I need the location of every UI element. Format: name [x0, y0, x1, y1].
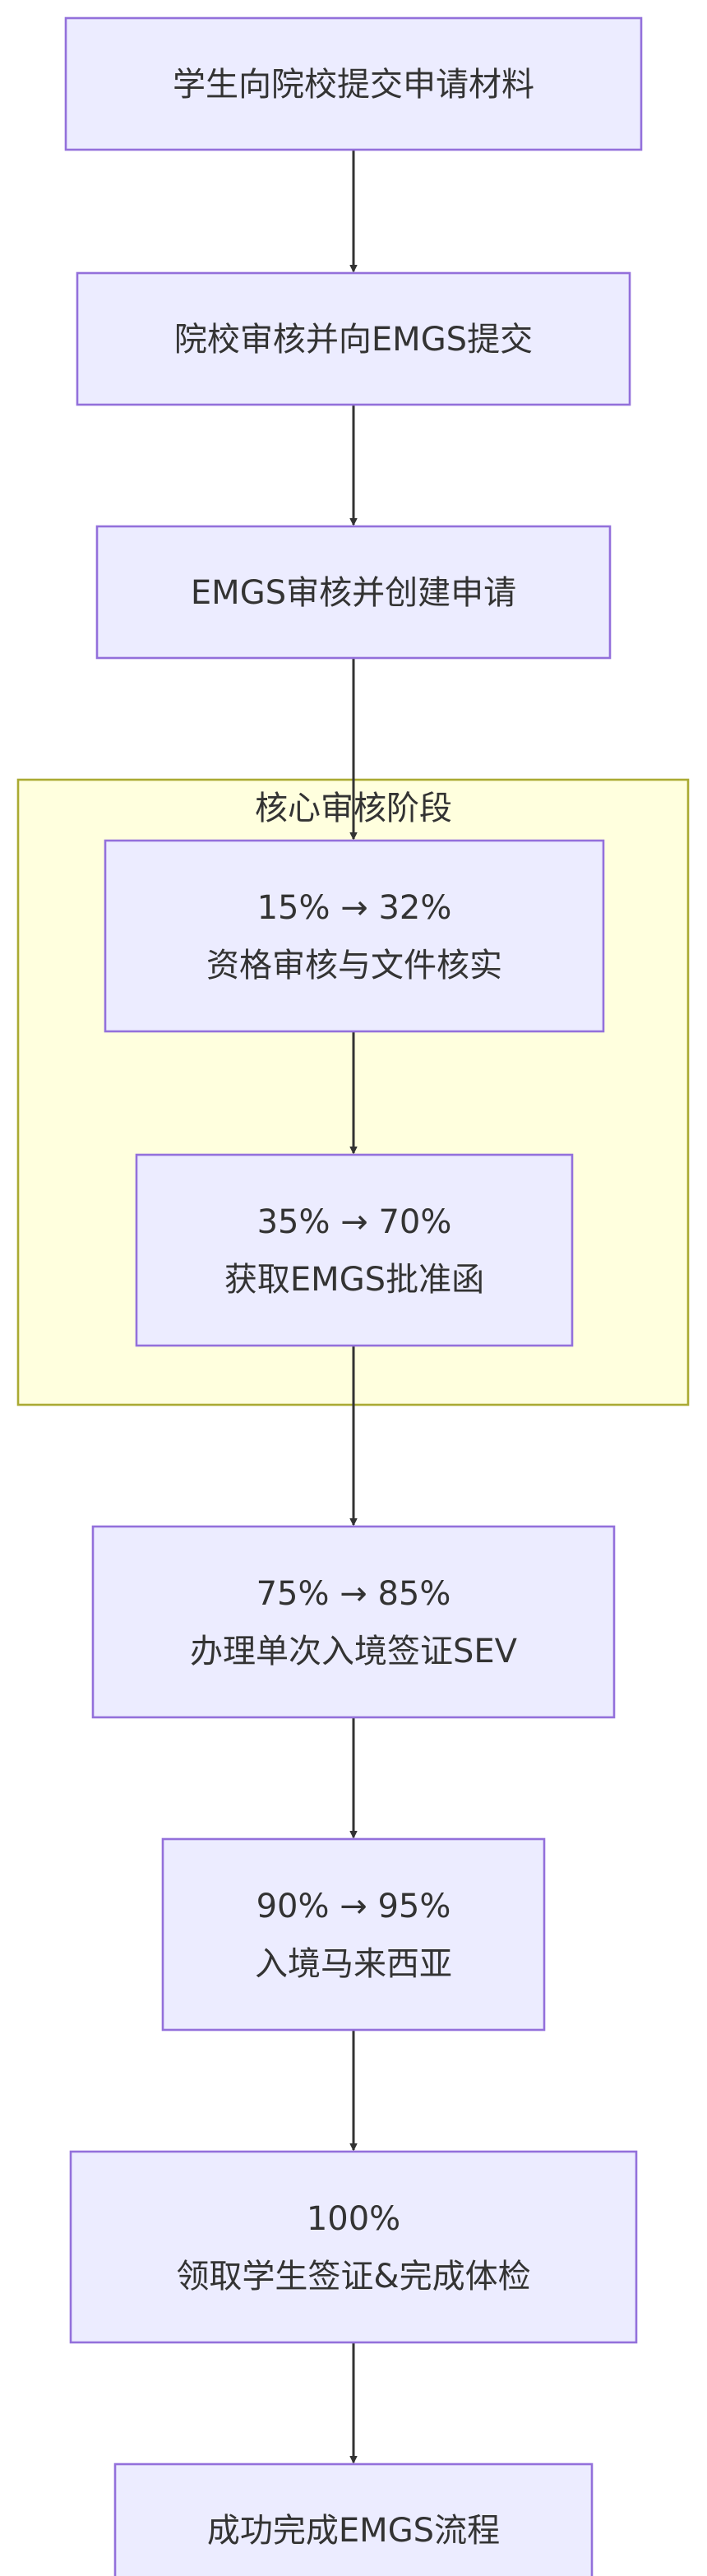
node-box [76, 271, 631, 406]
node-label: 100% [307, 2200, 400, 2238]
node-sev: 75% → 85% 办理单次入境签证SEV [91, 1525, 616, 1719]
node-box [64, 16, 643, 151]
node-box [69, 2150, 638, 2344]
node-approval: 35% → 70% 获取EMGS批准函 [135, 1153, 574, 1347]
node-entry: 90% → 95% 入境马来西亚 [161, 1837, 546, 2032]
node-label: 办理单次入境签证SEV [190, 1633, 518, 1670]
node-visa: 100% 领取学生签证&完成体检 [69, 2150, 638, 2344]
node-box [113, 2462, 594, 2576]
node-label: 15% → 32% [257, 889, 452, 927]
node-label: 资格审核与文件核实 [206, 947, 502, 985]
node-done: 成功完成EMGS流程 [113, 2462, 594, 2576]
node-label: 35% → 70% [257, 1203, 452, 1241]
node-box [95, 525, 612, 660]
node-box [91, 1525, 616, 1719]
node-label: EMGS审核并创建申请 [191, 574, 516, 612]
node-verify: 15% → 32% 资格审核与文件核实 [104, 839, 605, 1033]
node-label: 领取学生签证&完成体检 [176, 2258, 530, 2296]
node-school: 院校审核并向EMGS提交 [76, 271, 631, 406]
node-box [104, 839, 605, 1033]
node-label: 获取EMGS批准函 [224, 1261, 484, 1299]
node-emgs: EMGS审核并创建申请 [95, 525, 612, 660]
node-label: 学生向院校提交申请材料 [173, 66, 534, 104]
node-label: 75% → 85% [256, 1575, 451, 1613]
node-submit: 学生向院校提交申请材料 [64, 16, 643, 151]
node-label: 90% → 95% [256, 1888, 451, 1925]
node-label: 入境马来西亚 [255, 1945, 452, 1983]
node-box [161, 1837, 546, 2032]
node-box [135, 1153, 574, 1347]
node-label: 院校审核并向EMGS提交 [174, 321, 533, 359]
node-label: 成功完成EMGS流程 [207, 2512, 500, 2550]
